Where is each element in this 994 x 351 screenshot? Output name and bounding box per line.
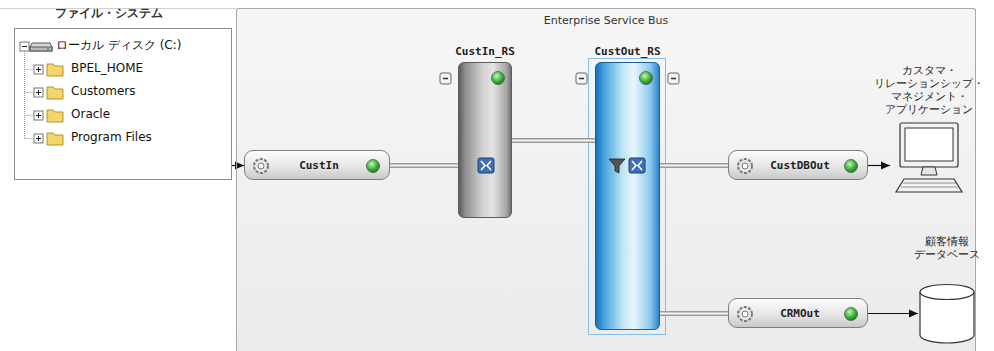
column-icons	[596, 63, 659, 329]
tree-item: Oracle	[71, 103, 231, 126]
service-name: CRMOut	[780, 307, 820, 320]
bus-connector	[660, 313, 728, 314]
collapse-button	[440, 73, 451, 84]
flow-arrow	[868, 165, 890, 166]
adapter-gear-icon	[734, 303, 756, 325]
flow-arrow	[232, 165, 244, 166]
application-node: カスタマ・ リレーションシップ・ マネジメント・ アプリケーション	[890, 120, 968, 198]
tree-item: Customers	[71, 80, 231, 103]
tree-item: BPEL_HOME	[71, 57, 231, 80]
panel-title: Enterprise Service Bus	[237, 14, 975, 27]
adapter-gear-icon	[250, 155, 272, 177]
section-heading: ファイル・システム	[55, 5, 163, 22]
tree-item: Program Files	[71, 126, 231, 149]
service-name: CustIn_RS	[455, 45, 515, 58]
collapse-button	[576, 73, 587, 84]
bus-panel-fill	[236, 8, 976, 351]
status-light	[841, 304, 861, 324]
bus-connector	[660, 165, 728, 166]
adapter-service: CustDBOut	[728, 150, 868, 180]
status-light	[363, 156, 383, 176]
routing-service: CustOut_RS	[595, 62, 660, 330]
adapter-service: CRMOut	[728, 298, 868, 328]
column-icons	[459, 63, 511, 217]
service-name: CustOut_RS	[594, 45, 660, 58]
adapter-service: CustIn	[244, 150, 390, 180]
node-label: カスタマ・ リレーションシップ・ マネジメント・ アプリケーション	[872, 64, 986, 116]
database-cylinder	[918, 283, 976, 345]
computer-icon	[890, 120, 968, 198]
status-light	[841, 156, 861, 176]
adapter-gear-icon	[734, 155, 756, 177]
file-tree-box: ファイル・システムローカル ディスク (C:)BPEL_HOMECustomer…	[14, 28, 232, 180]
service-bus-panel: Enterprise Service Bus CustIn CustIn_RS …	[236, 8, 976, 351]
service-name: CustDBOut	[770, 159, 830, 172]
collapse-button	[668, 73, 679, 84]
bus-connector	[512, 140, 595, 141]
bus-connector	[390, 165, 458, 166]
database-node: 顧客情報 データベース	[918, 283, 976, 345]
routing-service: CustIn_RS	[458, 62, 512, 218]
flow-arrow	[868, 313, 918, 314]
selection-outline	[589, 59, 666, 335]
service-name: CustIn	[299, 159, 339, 172]
node-label: 顧客情報 データベース	[907, 235, 987, 261]
tree-item: ローカル ディスク (C:)	[56, 34, 231, 57]
